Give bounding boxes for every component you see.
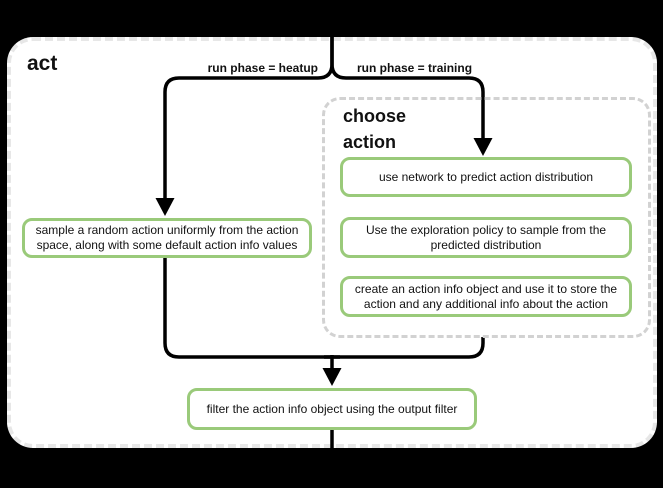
edge-label-heatup: run phase = heatup — [207, 61, 318, 75]
node-predict-action-distribution: use network to predict action distributi… — [340, 157, 632, 197]
edge-label-training: run phase = training — [357, 61, 473, 75]
node-text-line: Use the exploration policy to sample fro… — [365, 222, 607, 237]
node-sample-random-action: sample a random action uniformly from th… — [22, 218, 312, 258]
choose-action-group-title: choose action — [343, 106, 407, 152]
act-title: act — [27, 52, 58, 75]
node-exploration-policy-sample: Use the exploration policy to sample fro… — [340, 217, 632, 258]
node-create-action-info-object: create an action info object and use it … — [340, 276, 632, 317]
node-text-line: action and any additional info about the… — [363, 296, 609, 311]
node-text-line: sample a random action uniformly from th… — [35, 223, 299, 237]
choose-action-group — [322, 97, 651, 338]
node-text-line: predicted distribution — [430, 237, 542, 252]
node-text-line: filter the action info object using the … — [206, 401, 458, 416]
node-filter-action-info: filter the action info object using the … — [187, 388, 477, 430]
node-text-line: space, along with some default action in… — [36, 238, 298, 252]
node-text-line: create an action info object and use it … — [354, 281, 618, 296]
node-text-line: use network to predict action distributi… — [378, 169, 594, 184]
